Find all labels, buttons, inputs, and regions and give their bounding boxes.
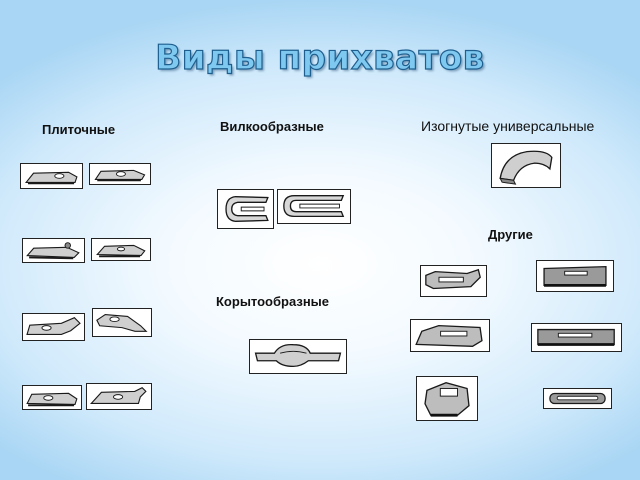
other-clamp-image-5 <box>416 376 478 421</box>
fork-clamp-image-1 <box>217 189 274 229</box>
fork-clamp-image-2 <box>277 189 351 224</box>
other-clamp-image-3 <box>410 319 490 352</box>
plate-clamp-image-6 <box>92 308 152 337</box>
plate-clamp-image-7 <box>22 385 82 410</box>
plate-clamp-image-2 <box>89 163 151 185</box>
label-bent-universal-clamps: Изогнутые универсальные <box>421 118 595 134</box>
label-plate-clamps: Плиточные <box>42 122 116 137</box>
plate-clamp-image-5 <box>22 313 85 341</box>
label-trough-clamps: Корытообразные <box>216 294 330 309</box>
plate-clamp-image-1 <box>20 163 83 189</box>
plate-clamp-image-4 <box>91 238 151 261</box>
other-clamp-image-2 <box>536 260 614 292</box>
trough-clamp-image <box>249 339 347 374</box>
other-clamp-image-4 <box>531 323 622 352</box>
other-clamp-image-1 <box>420 265 487 297</box>
other-clamp-image-6 <box>543 388 612 409</box>
bent-universal-clamp-image <box>491 143 561 188</box>
label-other-clamps: Другие <box>488 227 533 242</box>
plate-clamp-image-3 <box>22 238 85 263</box>
label-fork-clamps: Вилкообразные <box>220 119 324 134</box>
slide-title: Виды прихватов <box>155 37 485 78</box>
plate-clamp-image-8 <box>86 383 152 410</box>
